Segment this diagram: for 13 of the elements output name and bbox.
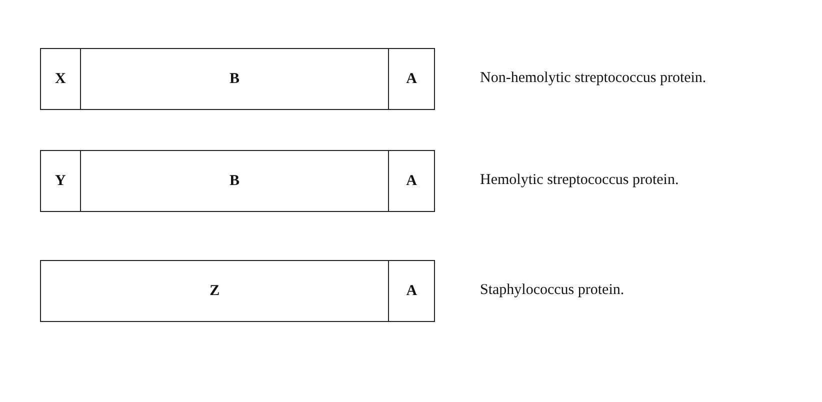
segment-letter: Z xyxy=(210,282,220,300)
segment-letter: X xyxy=(54,70,66,88)
bar-caption: Non-hemolytic streptococcus protein. xyxy=(480,70,706,87)
protein-bar xyxy=(40,150,435,212)
segment-letter: A xyxy=(406,282,418,300)
segment-letter: A xyxy=(406,70,418,88)
segment-letter: A xyxy=(406,172,418,190)
segment-letter: B xyxy=(230,70,240,88)
segment-letter: Y xyxy=(54,172,66,190)
bar-caption: Hemolytic streptococcus protein. xyxy=(480,172,679,189)
bar-caption: Staphylococcus protein. xyxy=(480,282,624,299)
segment-letter: B xyxy=(230,172,240,190)
protein-bar xyxy=(40,48,435,110)
